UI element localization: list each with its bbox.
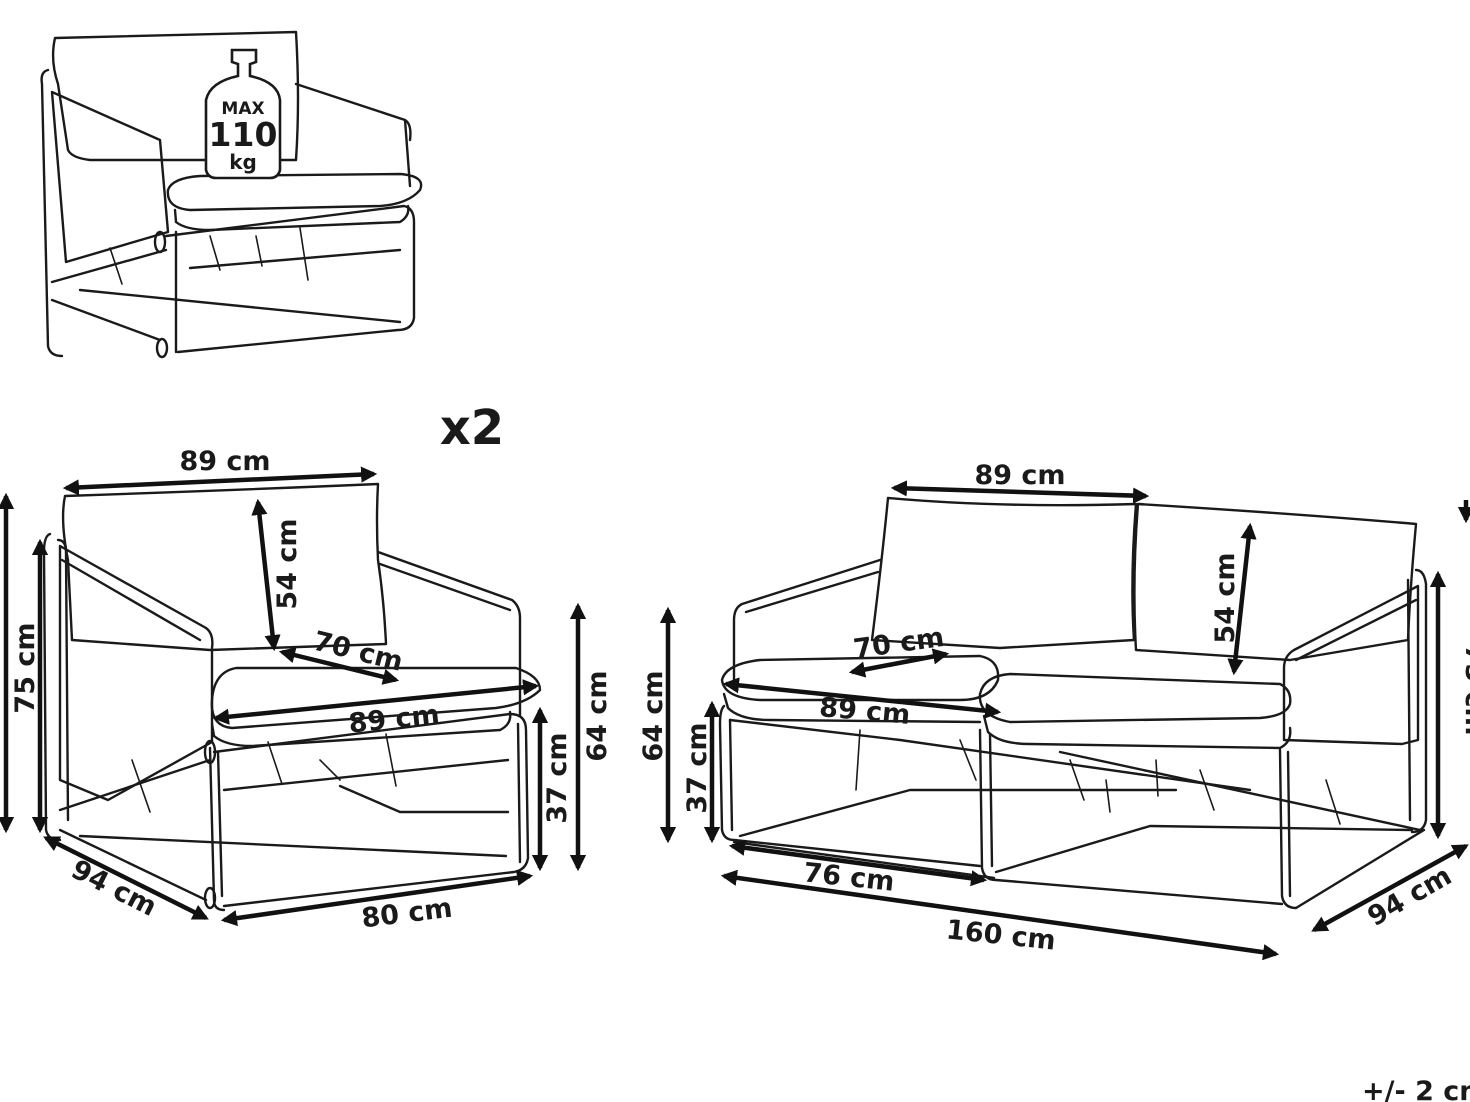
tolerance-note: +/- 2 cm bbox=[1362, 1076, 1470, 1102]
armchair-depth-label: 94 cm bbox=[66, 854, 161, 923]
sofa-arm-height-label: 64 cm bbox=[638, 670, 669, 761]
sofa-seat-width-label: 89 cm bbox=[818, 692, 911, 731]
armchair-seat-height-label: 37 cm bbox=[542, 732, 573, 823]
small-armchair-drawing bbox=[40, 30, 423, 359]
sofa-back-width-label: 89 cm bbox=[974, 460, 1065, 491]
sofa-dimensions: 89 cm 54 cm 70 cm 89 cm 64 cm 37 cm 75 c… bbox=[638, 460, 1470, 961]
sofa-overall-height-label: 75 cm bbox=[1459, 644, 1470, 735]
sofa-back-height-label: 54 cm bbox=[1210, 552, 1241, 643]
max-weight-value: 110 bbox=[209, 115, 278, 154]
armchair-overall-height-label: 75 cm bbox=[10, 622, 41, 713]
max-weight-badge: MAX 110 kg bbox=[204, 48, 282, 180]
max-label: MAX bbox=[221, 99, 264, 119]
armchair-back-height-label: 54 cm bbox=[272, 518, 303, 609]
sofa-seat-height-label: 37 cm bbox=[682, 722, 713, 813]
quantity-label: x2 bbox=[440, 400, 504, 456]
armchair-dimensions: 89 cm 54 cm 70 cm 89 cm 75 cm 64 cm 37 c… bbox=[0, 446, 613, 935]
armchair-back-width-label: 89 cm bbox=[179, 446, 270, 477]
max-weight-unit: kg bbox=[229, 150, 257, 174]
armchair-arm-height-label: 64 cm bbox=[582, 670, 613, 761]
